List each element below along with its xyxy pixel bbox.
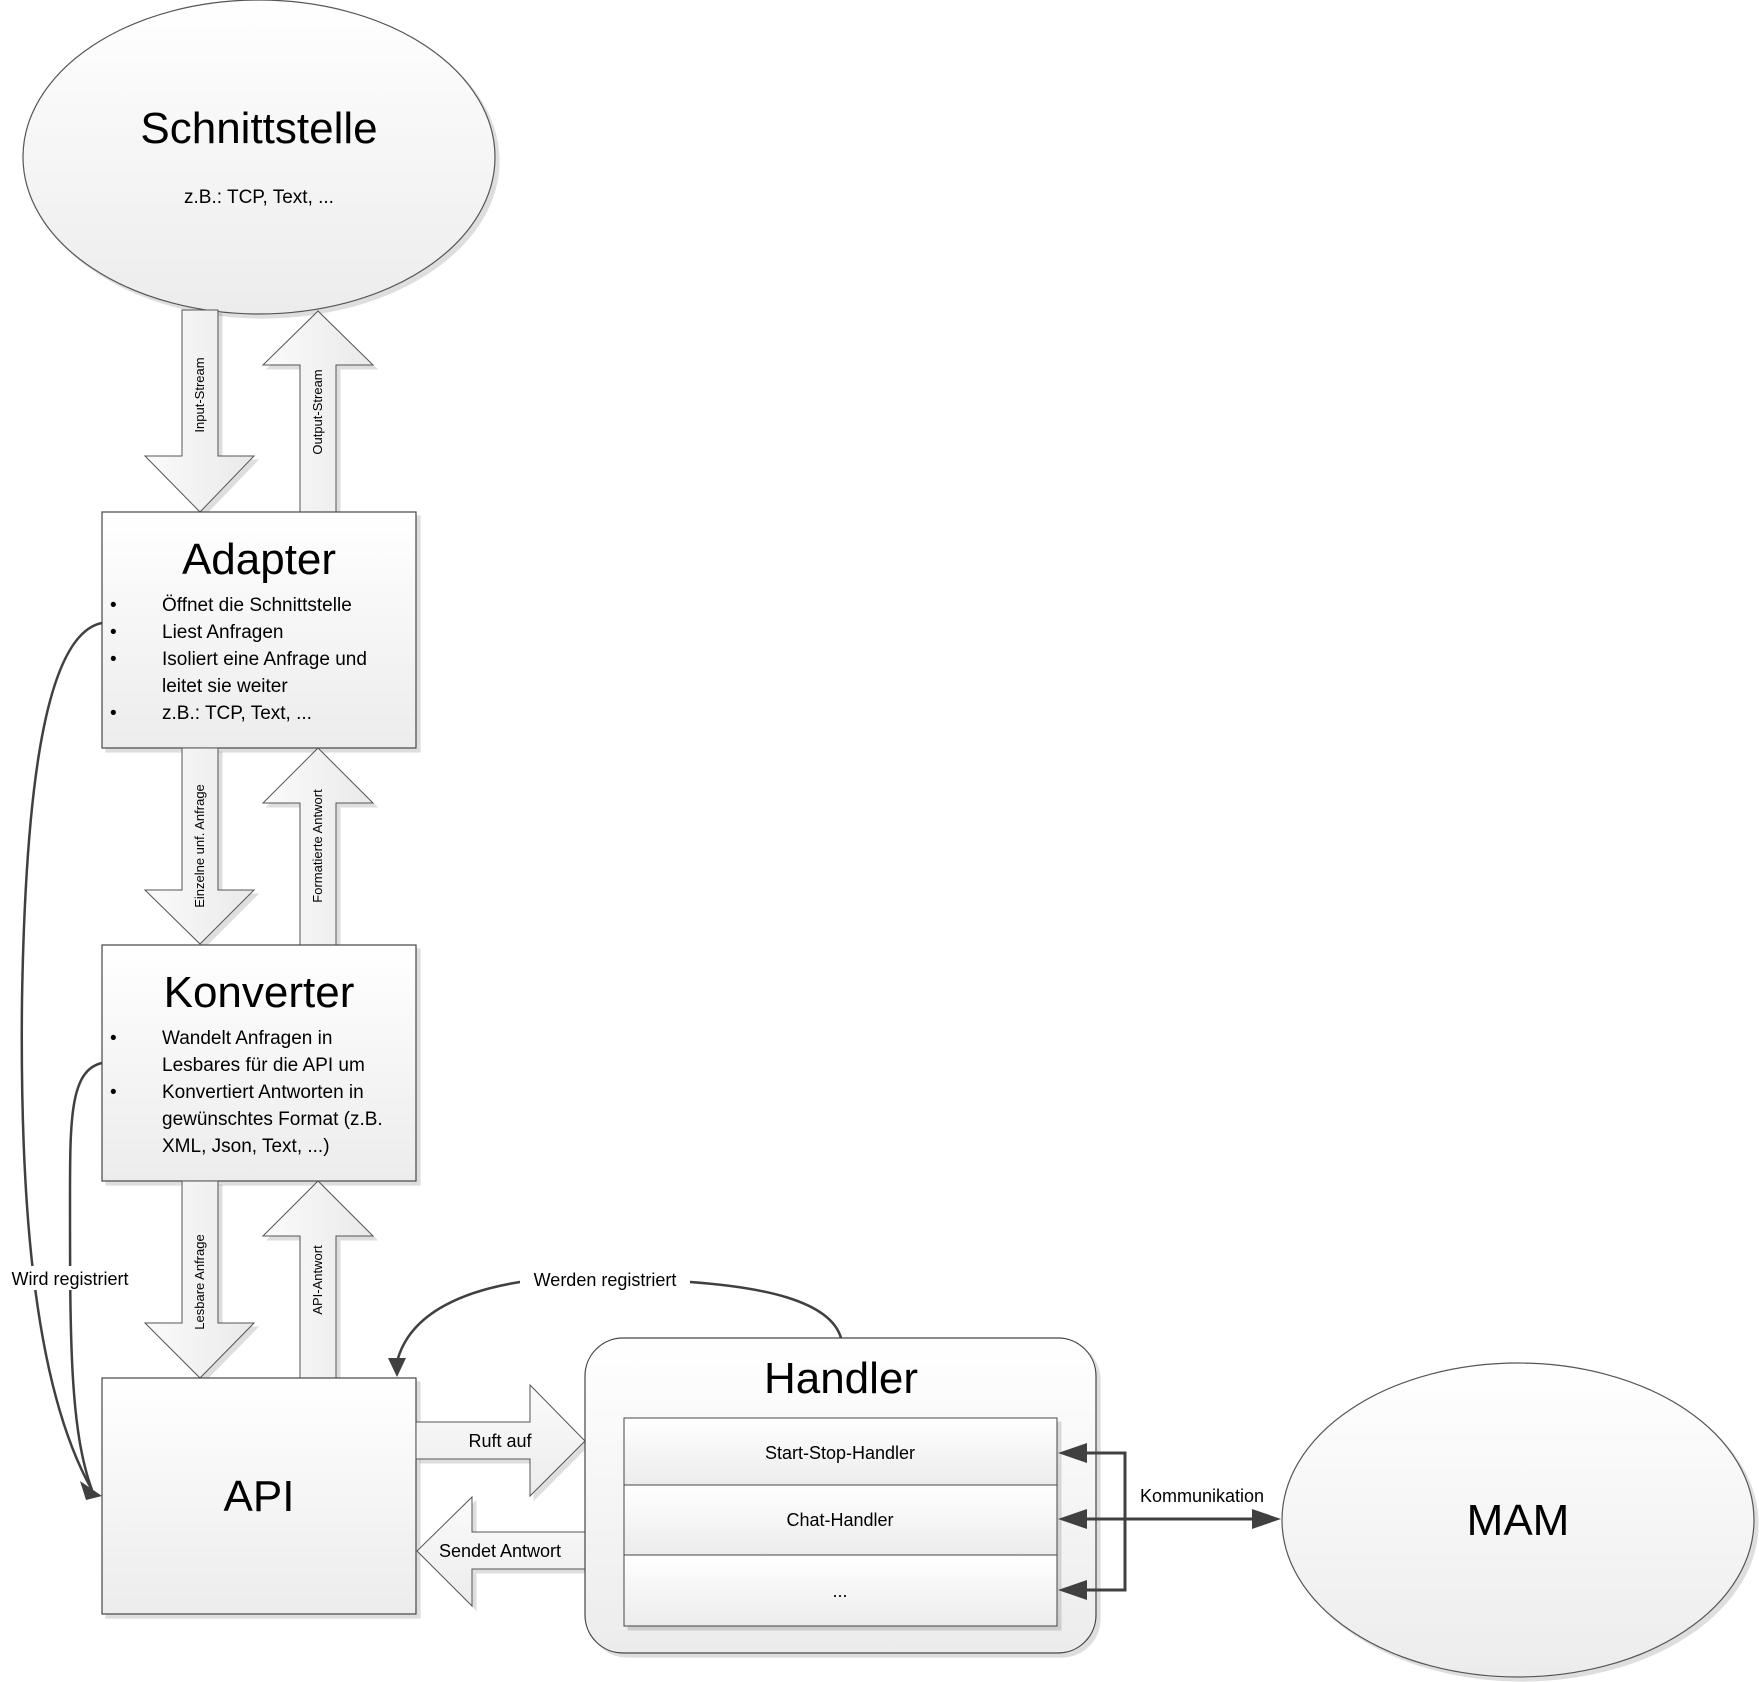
api-antwort-arrow: API-Antwort — [261, 1180, 375, 1379]
api-title: API — [224, 1472, 295, 1521]
werden-registriert-arrowhead — [388, 1358, 406, 1377]
sendet-antwort-label: Sendet Antwort — [439, 1541, 561, 1561]
mam-title: MAM — [1467, 1496, 1570, 1545]
adapter-title: Adapter — [181, 535, 337, 584]
arrowhead-start-stop — [1058, 1443, 1087, 1463]
konverter-bullet: Konvertiert Antworten in gewünschtes For… — [102, 1079, 406, 1160]
mam-node: MAM — [1281, 1362, 1755, 1678]
lesbare-anfrage-label: Lesbare Anfrage — [192, 1234, 207, 1329]
ruft-auf-label: Ruft auf — [468, 1431, 532, 1451]
api-box — [101, 1377, 417, 1615]
wird-registriert-connector: Wird registriert — [4, 621, 138, 1500]
api-antwort-label: API-Antwort — [310, 1245, 325, 1315]
adapter-bullets: Öffnet die Schnittstelle Liest Anfragen … — [102, 592, 416, 727]
konverter-bullet: Wandelt Anfragen in Lesbares für die API… — [102, 1025, 406, 1079]
schnittstelle-subtitle: z.B.: TCP, Text, ... — [184, 187, 334, 208]
arrowhead-chat — [1058, 1509, 1087, 1529]
mam-ellipse — [1281, 1362, 1755, 1678]
einzelne-anfrage-label: Einzelne unf. Anfrage — [192, 784, 207, 908]
arrowhead-more — [1058, 1580, 1087, 1600]
schnittstelle-ellipse — [22, 0, 496, 315]
sendet-antwort-arrow: Sendet Antwort — [416, 1495, 586, 1608]
handler-row-label: Start-Stop-Handler — [765, 1443, 915, 1463]
arrowhead-mam — [1252, 1509, 1281, 1529]
konverter-content: Konverter Wandelt Anfragen in Lesbares f… — [102, 945, 416, 1181]
einzelne-anfrage-arrow: Einzelne unf. Anfrage — [143, 747, 256, 945]
wird-registriert-arrowhead — [80, 1481, 102, 1500]
input-stream-label: Input-Stream — [192, 357, 207, 432]
wird-registriert-label: Wird registriert — [11, 1269, 128, 1289]
adapter-bullet: z.B.: TCP, Text, ... — [102, 700, 406, 727]
lesbare-anfrage-arrow: Lesbare Anfrage — [143, 1180, 256, 1379]
kommunikation-connector: Kommunikation — [1058, 1443, 1281, 1600]
handler-node: Handler Start-Stop-Handler Chat-Handler … — [584, 1337, 1097, 1654]
werden-registriert-connector: Werden registriert — [388, 1266, 843, 1377]
konverter-title: Konverter — [163, 968, 355, 1017]
handler-row — [623, 1554, 1058, 1627]
output-stream-label: Output-Stream — [310, 369, 325, 454]
handler-row-label: ... — [832, 1581, 847, 1601]
kommunikation-label: Kommunikation — [1140, 1486, 1264, 1506]
adapter-bullet: Isoliert eine Anfrage und leitet sie wei… — [102, 646, 406, 700]
konverter-bullets: Wandelt Anfragen in Lesbares für die API… — [102, 1025, 416, 1160]
handler-title: Handler — [764, 1354, 918, 1403]
adapter-bullet: Öffnet die Schnittstelle — [102, 592, 406, 619]
input-stream-arrow: Input-Stream — [143, 309, 256, 513]
output-stream-arrow: Output-Stream — [261, 310, 375, 513]
formatierte-antwort-arrow: Formatierte Antwort — [261, 747, 375, 946]
schnittstelle-node: Schnittstelle z.B.: TCP, Text, ... — [22, 0, 496, 315]
api-node: API — [101, 1377, 417, 1615]
formatierte-antwort-label: Formatierte Antwort — [310, 789, 325, 903]
adapter-content: Adapter Öffnet die Schnittstelle Liest A… — [102, 512, 416, 748]
schnittstelle-title: Schnittstelle — [140, 104, 377, 153]
werden-registriert-label: Werden registriert — [534, 1270, 677, 1290]
ruft-auf-arrow: Ruft auf — [415, 1383, 586, 1498]
handler-row-label: Chat-Handler — [786, 1510, 893, 1530]
handler-row — [623, 1417, 1058, 1486]
adapter-bullet: Liest Anfragen — [102, 619, 406, 646]
